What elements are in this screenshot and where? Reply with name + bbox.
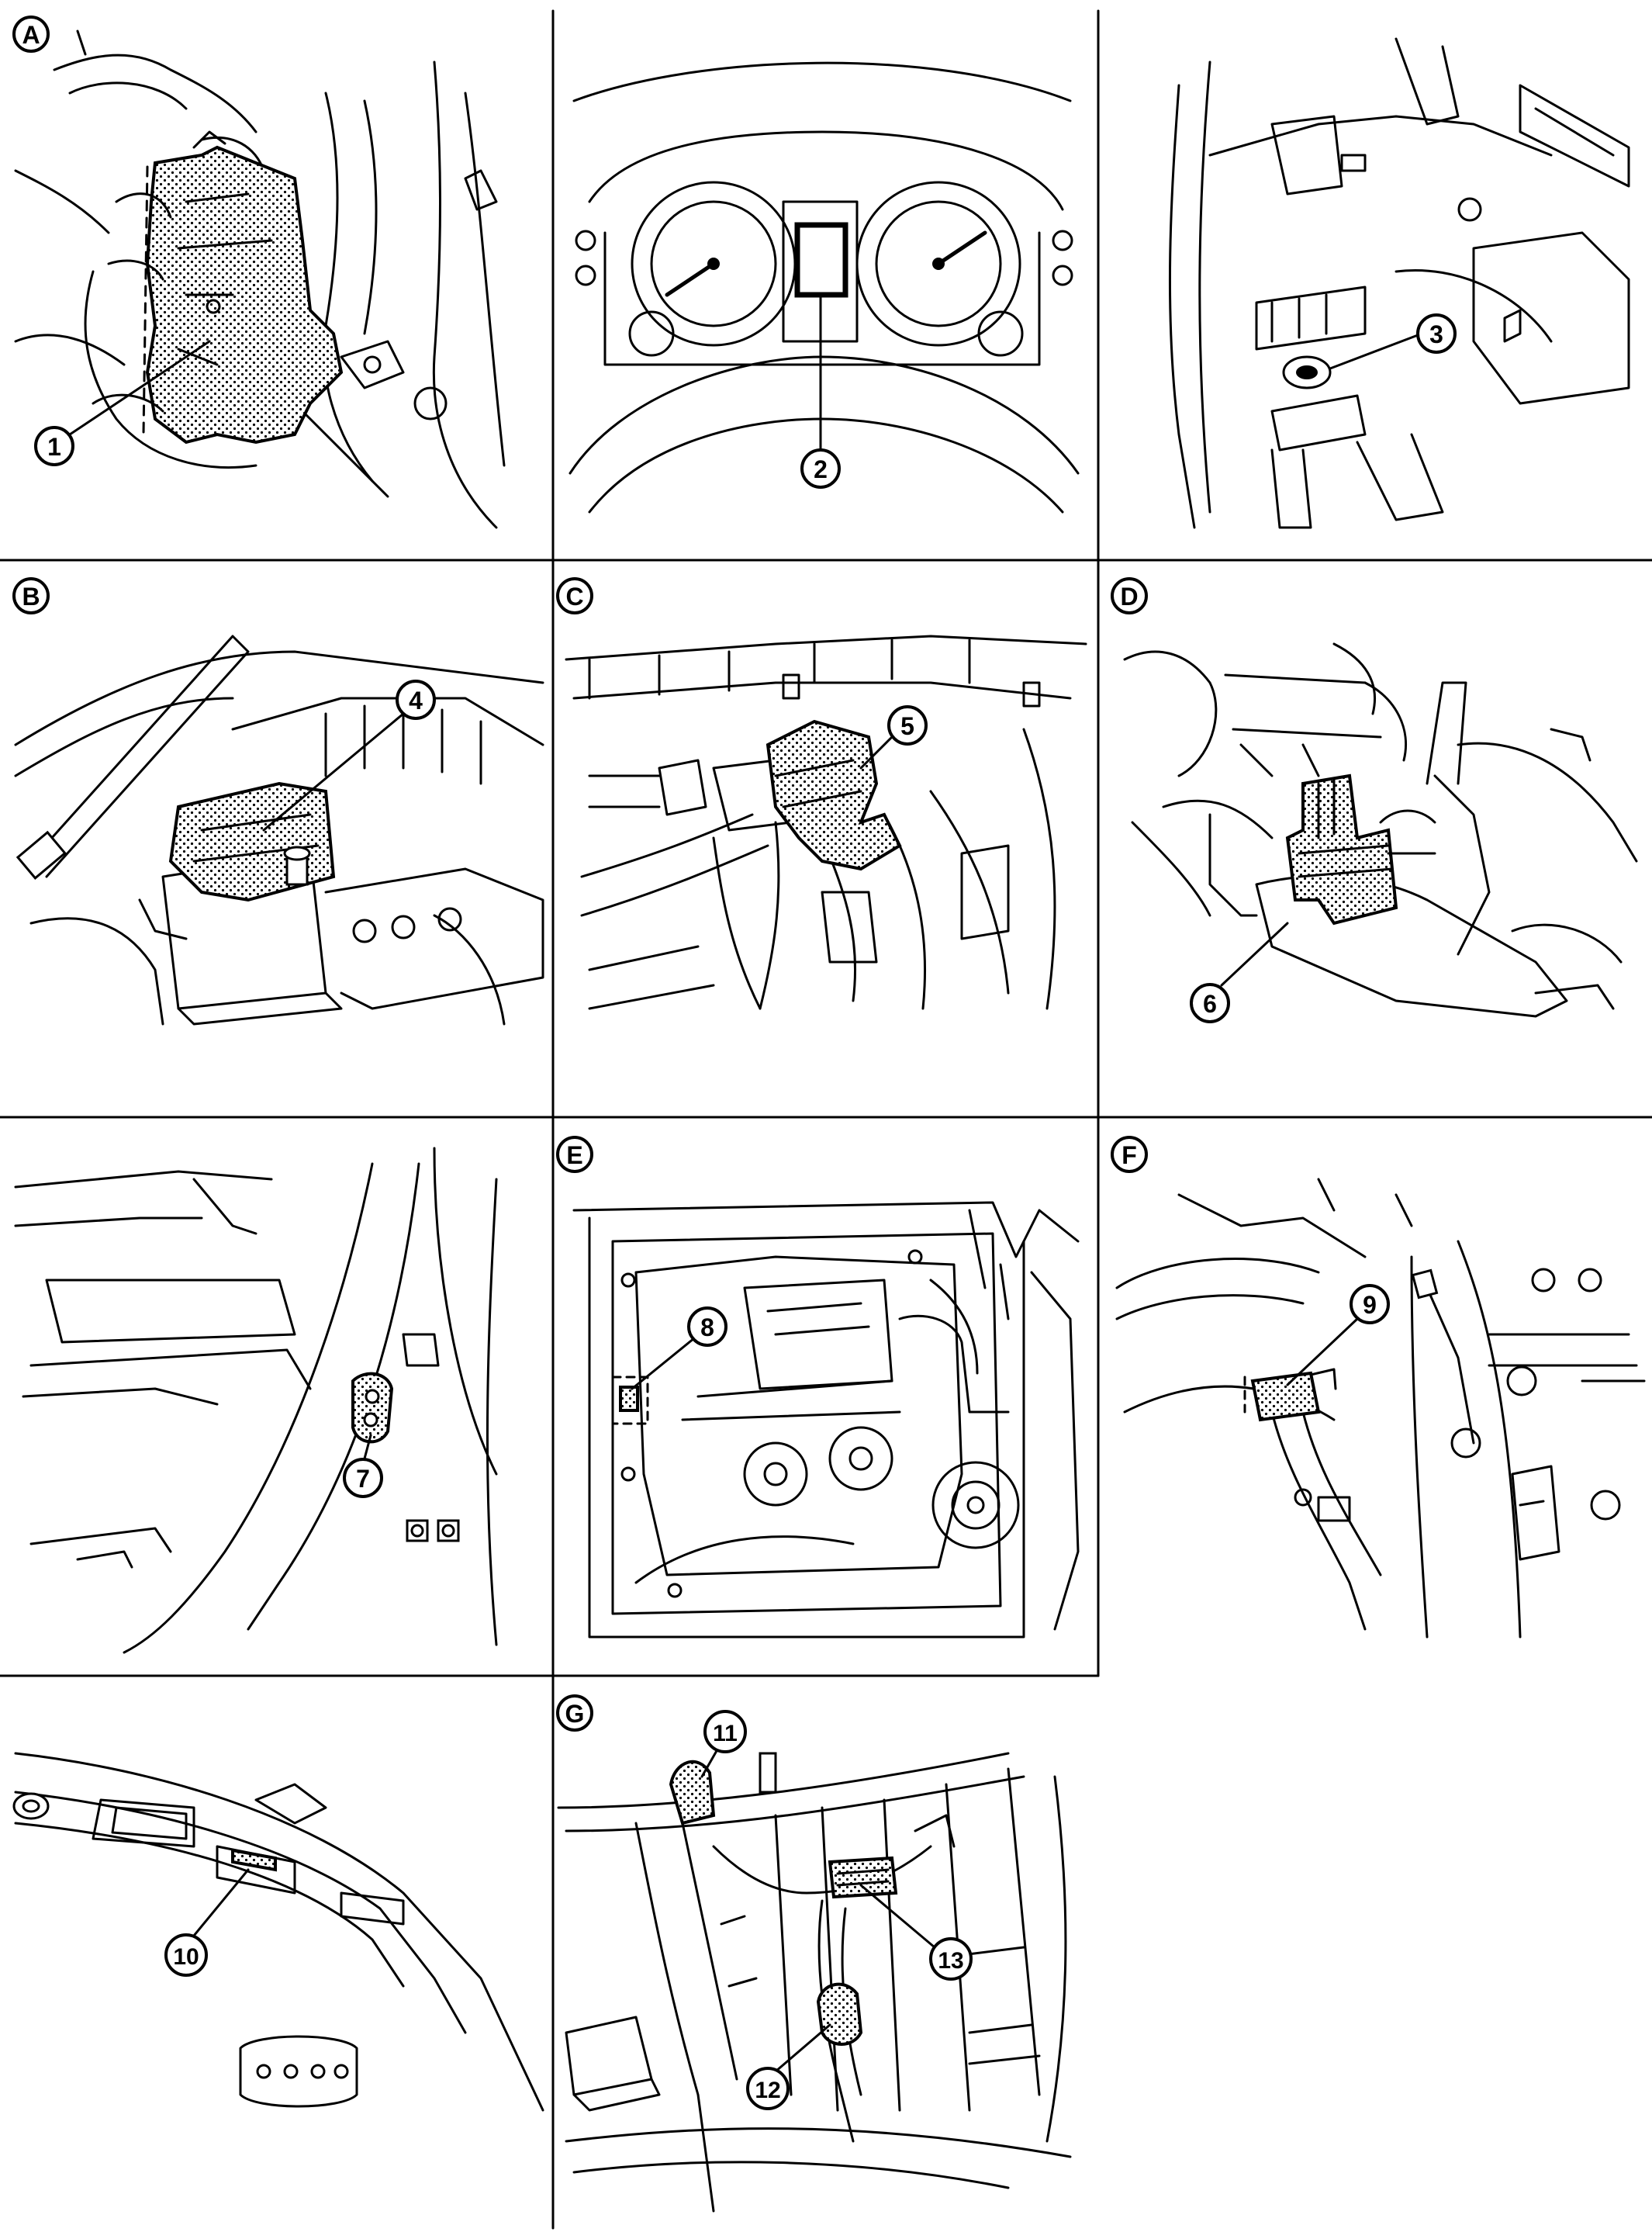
callout-8: 8 — [687, 1306, 728, 1347]
svg-text:7: 7 — [356, 1465, 370, 1493]
svg-text:D: D — [1120, 583, 1138, 611]
panel-letter-b: B — [12, 577, 50, 614]
svg-text:G: G — [565, 1700, 585, 1728]
svg-text:C: C — [565, 583, 583, 611]
callout-5: 5 — [887, 705, 928, 746]
svg-text:1: 1 — [47, 433, 61, 461]
callout-1: 1 — [34, 426, 74, 466]
svg-text:E: E — [566, 1141, 582, 1169]
panel-letter-a: A — [12, 16, 50, 53]
panel-g-rear-door: G 11 13 — [556, 1694, 1072, 2213]
panel-letter-g: G — [556, 1694, 593, 1732]
svg-text:2: 2 — [814, 455, 828, 483]
panel-f-rear-pillar: F 9 — [1111, 1136, 1646, 1639]
callout-4: 4 — [396, 680, 436, 720]
callout-12: 12 — [746, 2067, 790, 2110]
svg-text:12: 12 — [755, 2078, 780, 2103]
svg-text:13: 13 — [938, 1948, 963, 1974]
callout-2: 2 — [800, 448, 841, 489]
svg-text:B: B — [22, 583, 40, 611]
callout-10: 10 — [164, 1933, 208, 1977]
panel-grid — [0, 9, 1652, 2230]
panel-e-front-door: E 8 — [556, 1136, 1080, 1639]
panel-letter-f: F — [1111, 1136, 1148, 1173]
panel-trunk-lid: 10 — [12, 1752, 544, 2112]
panel-letter-d: D — [1111, 577, 1148, 614]
panel-b-pillar-switch: 7 — [14, 1147, 498, 1654]
panel-letter-c: C — [556, 577, 593, 614]
callout-6: 6 — [1190, 983, 1230, 1023]
panel-a2-combination-meter: 2 — [569, 61, 1080, 514]
panel-a1-engine-module: A 1 — [12, 16, 506, 529]
callout-7: 7 — [343, 1458, 383, 1498]
svg-text:10: 10 — [173, 1944, 199, 1970]
svg-text:9: 9 — [1363, 1291, 1377, 1319]
svg-text:4: 4 — [409, 687, 423, 715]
panel-a3-dash-switch: 3 — [1168, 37, 1630, 529]
svg-text:3: 3 — [1429, 320, 1443, 348]
svg-text:5: 5 — [900, 712, 914, 740]
svg-text:6: 6 — [1203, 990, 1217, 1018]
panel-b-engine-room: B 4 — [12, 577, 544, 1026]
svg-text:11: 11 — [713, 1721, 738, 1746]
callout-3: 3 — [1416, 313, 1457, 354]
panel-c-under-dash: C 5 — [556, 577, 1087, 1010]
callout-9: 9 — [1350, 1284, 1390, 1324]
panel-letter-e: E — [556, 1136, 593, 1173]
svg-text:A: A — [22, 21, 40, 49]
panel-d-console: D 6 — [1111, 577, 1638, 1023]
svg-text:8: 8 — [700, 1313, 714, 1341]
svg-text:F: F — [1121, 1141, 1137, 1169]
callout-13: 13 — [929, 1937, 973, 1981]
callout-11: 11 — [703, 1710, 747, 1753]
